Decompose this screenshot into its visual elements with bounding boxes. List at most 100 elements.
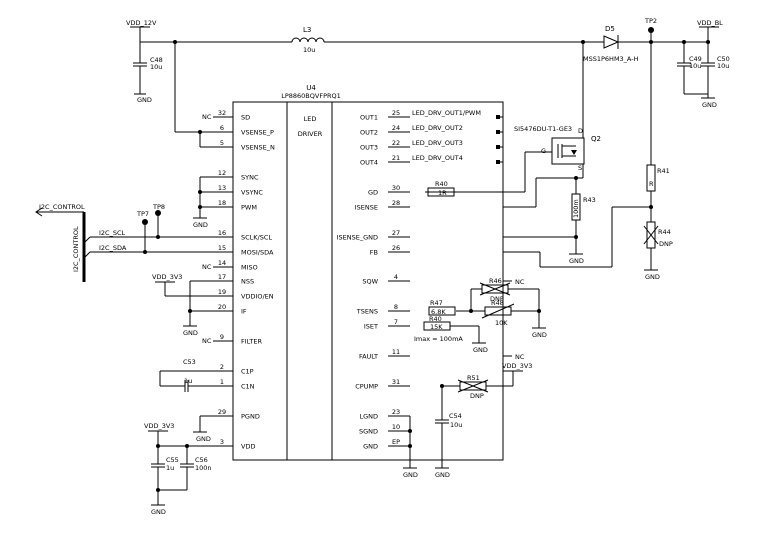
testpoint-tp2 xyxy=(648,27,654,33)
resistor-r47 xyxy=(428,306,456,316)
l3-value: 10u xyxy=(303,46,315,54)
r51-dnp-cross xyxy=(457,379,489,393)
pin-number: 22 xyxy=(392,139,400,147)
led-out1-label: LED_DRV_OUT1/PWM xyxy=(412,109,481,117)
pin-name: LGND xyxy=(359,413,378,421)
c55-ref: C55 xyxy=(166,456,179,464)
net-vdd-bl: VDD_BL xyxy=(697,19,723,27)
gnd-label: GND xyxy=(645,273,660,281)
pin-number: 16 xyxy=(218,229,226,237)
junction xyxy=(469,309,473,313)
cpump-section: R51 DNP VDD_3V3 C54 10u GND xyxy=(435,362,532,479)
r46-ref: R46 xyxy=(489,277,502,285)
nc-sqw: NC xyxy=(515,278,525,286)
pin-number: 31 xyxy=(392,378,400,386)
nc-fault: NC xyxy=(515,353,525,361)
junction xyxy=(537,309,541,313)
pin-name: FB xyxy=(370,249,378,257)
pin-number: 1 xyxy=(220,378,224,386)
gnd-label: GND xyxy=(151,508,166,516)
pin-name: VSYNC xyxy=(241,189,263,197)
tp7-ref: TP7 xyxy=(136,210,149,218)
i2c-control-label: I2C_CONTROL xyxy=(39,203,85,211)
bus-entry-scl xyxy=(83,236,91,244)
pin-name: CPUMP xyxy=(355,383,378,391)
pin-name: OUT1 xyxy=(360,114,378,122)
tp8-ref: TP8 xyxy=(152,203,165,211)
ic-u4: U4 LP8860BQVFPRQ1 LED DRIVER 32SD6VSENSE… xyxy=(213,84,504,461)
r48-variable-arrow xyxy=(481,303,515,319)
pin-name: MOSI/SDA xyxy=(241,249,274,257)
pin-name: OUT2 xyxy=(360,129,378,137)
pin-name: NSS xyxy=(241,278,254,286)
pin-number: EP xyxy=(392,438,400,446)
i2c-sda-label: I2C_SDA xyxy=(99,244,127,252)
c50-ref: C50 xyxy=(717,55,730,63)
r43-ref: R43 xyxy=(583,196,596,204)
gnd-label: GND xyxy=(532,331,547,339)
pin-name: C1P xyxy=(241,368,254,376)
gnd-label: GND xyxy=(183,329,198,337)
led-out4-label: LED_DRV_OUT4 xyxy=(412,154,463,162)
net-vdd-3v3-b: VDD_3V3 xyxy=(144,422,174,430)
r40b-ref: R40 xyxy=(429,315,442,323)
port-out3 xyxy=(496,145,500,149)
junction xyxy=(198,205,202,209)
i2c-scl-label: I2C_SCL xyxy=(99,229,126,237)
pin-number: 8 xyxy=(394,303,398,311)
r41-ref: R41 xyxy=(657,167,670,175)
ic-right-pins: 25OUT124OUT222OUT321OUT430GD28ISENSE27IS… xyxy=(337,109,410,451)
pin-name: C1N xyxy=(241,383,255,391)
q2-ref: Q2 xyxy=(591,135,601,143)
pin-number: 15 xyxy=(218,244,226,252)
r51-ref: R51 xyxy=(467,374,480,382)
pin-name: FAULT xyxy=(359,353,378,361)
pin-number: 24 xyxy=(392,124,400,132)
pin-name: VDD xyxy=(241,443,255,451)
d5-ref: D5 xyxy=(605,25,615,33)
pin-name: GD xyxy=(368,189,378,197)
led-out3-label: LED_DRV_OUT3 xyxy=(412,139,463,147)
q2-body-diode xyxy=(571,150,577,155)
i2c-bus-section: I2C_CONTROL I2C_CONTROL I2C_SCL I2C_SDA … xyxy=(35,203,233,282)
feedback-section: R41 R R44 DNP GND xyxy=(503,164,673,281)
c54-value: 10u xyxy=(450,421,462,429)
net-vdd-3v3: VDD_3V3 xyxy=(152,273,182,281)
nc-miso: NC xyxy=(202,263,212,271)
pin-number: 30 xyxy=(392,184,400,192)
r46-dnp-cross xyxy=(479,282,511,296)
pin-name: GND xyxy=(363,443,378,451)
r43-value: 100m xyxy=(572,199,580,218)
port-out2 xyxy=(496,130,500,134)
i2c-control-vertical-label: I2C_CONTROL xyxy=(72,226,80,272)
junction xyxy=(143,250,147,254)
pin-name: TSENS xyxy=(356,308,378,316)
pin-number: 18 xyxy=(218,199,226,207)
pin-number: 13 xyxy=(218,184,226,192)
junction xyxy=(408,429,412,433)
nc-filter: NC xyxy=(202,337,212,345)
r44-dnp-cross xyxy=(643,225,659,245)
gnd-label: GND xyxy=(196,435,211,443)
pin-name: OUT3 xyxy=(360,144,378,152)
r48-ref: R48 xyxy=(491,299,504,307)
r44-value: DNP xyxy=(659,240,673,248)
q2-part: SI5476DU-T1-GE3 xyxy=(514,125,572,133)
pin-name: PWM xyxy=(241,204,257,212)
ic-left-pins: 32SD6VSENSE_P5VSENSE_N12SYNC13VSYNC18PWM… xyxy=(213,109,275,451)
net-vdd-12v: VDD_12V xyxy=(126,19,157,27)
ic-center-bottom: DRIVER xyxy=(298,130,323,138)
pin-name: SCLK/SCL xyxy=(241,234,272,242)
pin-number: 6 xyxy=(220,124,224,132)
pin-number: 32 xyxy=(218,109,226,117)
r46-value: DNP xyxy=(490,295,504,303)
c53-section: C53 1u xyxy=(159,358,233,392)
pin-number: 28 xyxy=(392,199,400,207)
junction xyxy=(156,235,160,239)
resistor-r40-gate xyxy=(427,187,455,197)
ground-pins-section: GND xyxy=(403,416,418,479)
gnd-label: GND xyxy=(569,257,584,265)
r41-value: R xyxy=(649,180,654,188)
r47-ref: R47 xyxy=(430,299,443,307)
